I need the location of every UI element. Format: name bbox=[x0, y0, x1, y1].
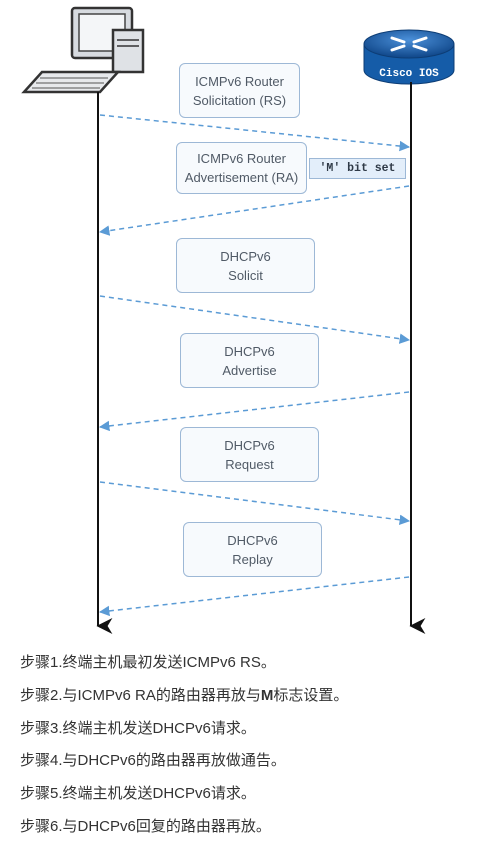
message-request: DHCPv6 Request bbox=[180, 427, 319, 482]
step-2-post: 标志设置。 bbox=[273, 686, 349, 704]
message-line1: DHCPv6 bbox=[224, 437, 275, 453]
message-line2: Replay bbox=[232, 551, 273, 567]
step-2-flag: M bbox=[260, 686, 274, 704]
step-5: 步骤5.终端主机发送DHCPv6请求。 bbox=[20, 785, 256, 803]
message-ra: ICMPv6 Router Advertisement (RA) bbox=[176, 142, 307, 194]
sequence-diagram: Cisco IOS ICMPv6 Router Solicitation (RS… bbox=[21, 6, 455, 634]
message-rs: ICMPv6 Router Solicitation (RS) bbox=[179, 63, 300, 118]
message-line1: DHCPv6 bbox=[227, 532, 278, 548]
step-4: 步骤4.与DHCPv6的路由器再放做通告。 bbox=[20, 752, 286, 770]
message-line1: DHCPv6 bbox=[224, 343, 275, 359]
m-bit-badge: 'M' bit set bbox=[309, 158, 406, 179]
router-icon: Cisco IOS bbox=[363, 29, 455, 85]
message-line2: Advertisement (RA) bbox=[184, 170, 299, 185]
arrow-solicit bbox=[99, 295, 411, 344]
message-line1: ICMPv6 Router bbox=[197, 151, 286, 166]
diagram-canvas: Cisco IOS bbox=[21, 6, 455, 634]
message-line2: Advertise bbox=[222, 362, 277, 378]
message-line2: Solicit bbox=[228, 267, 263, 283]
router-label: Cisco IOS bbox=[379, 68, 439, 80]
step-list: 步骤1.终端主机最初发送ICMPv6 RS。 步骤2.与ICMPv6 RA的路由… bbox=[20, 652, 490, 849]
step-1: 步骤1.终端主机最初发送ICMPv6 RS。 bbox=[20, 654, 276, 671]
arrow-request bbox=[99, 481, 411, 526]
step-2: 步骤2.与ICMPv6 RA的路由器再放与M标志设置。 bbox=[20, 685, 490, 706]
step-3: 步骤3.终端主机发送DHCPv6请求。 bbox=[20, 719, 256, 737]
message-line2: Request bbox=[225, 456, 274, 472]
step-6: 步骤6.与DHCPv6回复的路由器再放。 bbox=[20, 817, 271, 835]
message-advertise: DHCPv6 Advertise bbox=[180, 333, 319, 388]
message-reply: DHCPv6 Replay bbox=[183, 522, 322, 577]
arrow-advertise bbox=[98, 391, 410, 432]
arrow-reply bbox=[98, 576, 410, 617]
message-line1: ICMPv6 Router bbox=[195, 73, 284, 89]
computer-icon bbox=[21, 6, 145, 94]
message-solicit: DHCPv6 Solicit bbox=[176, 238, 315, 293]
message-line1: DHCPv6 bbox=[220, 248, 271, 264]
message-line2: Solicitation (RS) bbox=[192, 92, 287, 108]
arrow-ra bbox=[98, 185, 410, 236]
arrow-rs bbox=[99, 114, 411, 152]
step-2-pre: 步骤2.与ICMPv6 RA的路由器再放与 bbox=[20, 686, 261, 704]
